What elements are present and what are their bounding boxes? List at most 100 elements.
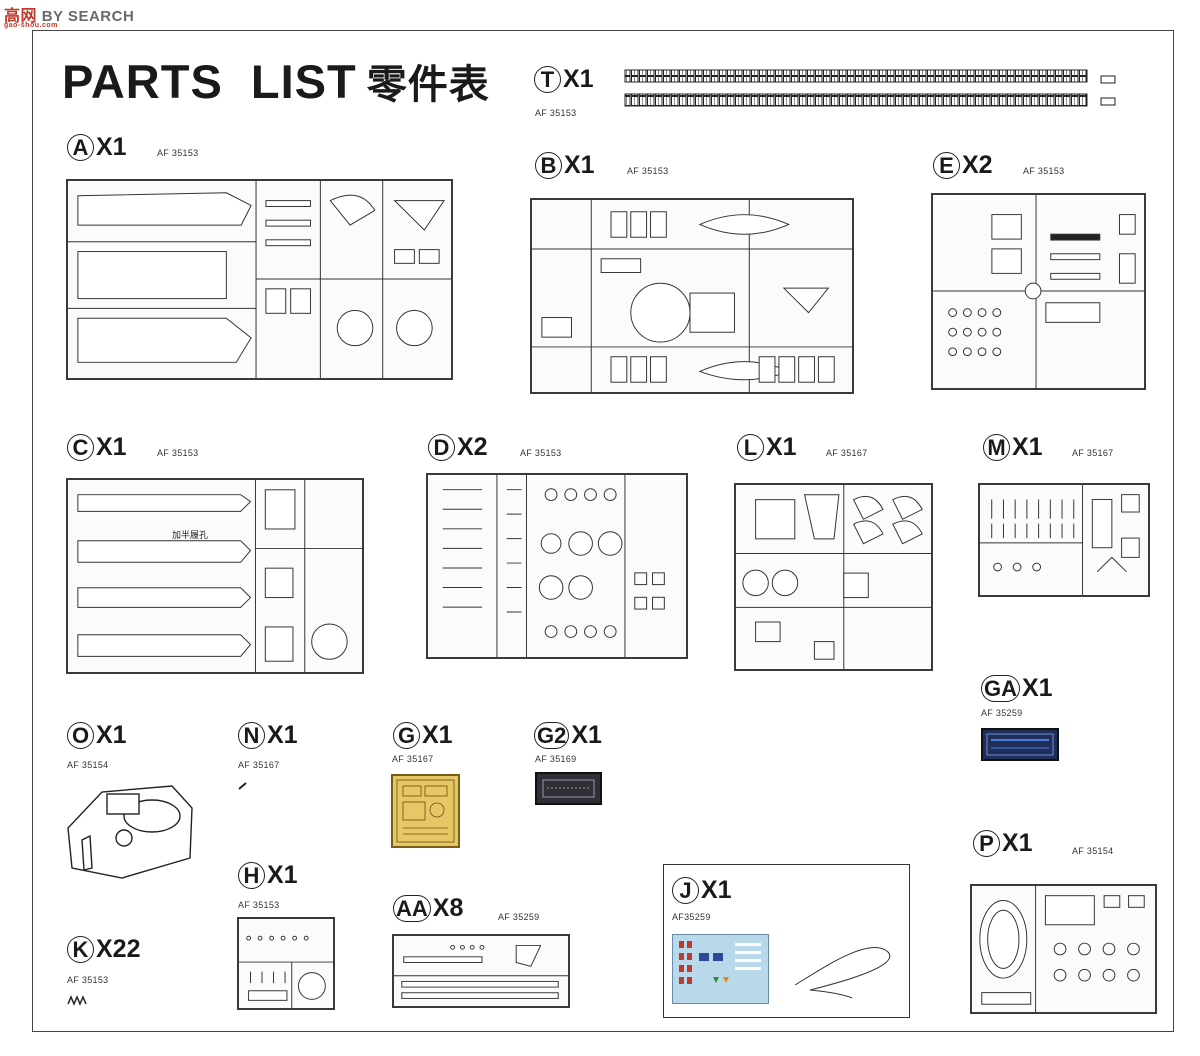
sprue-letter-H: H	[238, 862, 265, 889]
sprue-P-drawing	[979, 886, 1145, 1012]
label-M: M X1	[983, 434, 1043, 461]
sprue-code-J: AF35259	[672, 912, 711, 922]
sprue-code-G: AF 35167	[392, 754, 434, 764]
sprue-L-drawing	[736, 485, 931, 669]
sprue-count-B: X1	[564, 151, 595, 179]
track-drawing	[624, 69, 1116, 107]
etch-G-drawing	[396, 779, 455, 843]
sprue-letter-C: C	[67, 434, 94, 461]
sprue-count-H: X1	[267, 861, 298, 889]
sprue-H	[237, 917, 335, 1010]
sprue-count-T: X1	[563, 65, 594, 93]
sprue-letter-T: T	[534, 66, 561, 93]
watermark-cn: 高	[4, 8, 21, 25]
label-T: T X1	[534, 66, 594, 93]
label-L: L X1	[737, 434, 797, 461]
sprue-M	[978, 483, 1150, 597]
sprue-L	[734, 483, 933, 671]
sprue-A	[66, 179, 453, 380]
sprue-code-N: AF 35167	[238, 760, 280, 770]
sprue-letter-AA: AA	[393, 895, 431, 922]
sprue-count-J: X1	[701, 876, 732, 904]
sprue-count-E: X2	[962, 151, 993, 179]
antenna-wire	[790, 940, 900, 1000]
label-G2: G2 X1	[534, 722, 602, 749]
sprue-code-G2: AF 35169	[535, 754, 577, 764]
sprue-count-N: X1	[267, 721, 298, 749]
sprue-count-A: X1	[96, 133, 127, 161]
label-GA: GA X1	[981, 675, 1053, 702]
sprue-A-drawing	[68, 181, 451, 378]
spring-K-drawing	[67, 995, 87, 1006]
sprue-count-G2: X1	[571, 721, 602, 749]
turret-O	[62, 778, 198, 882]
sprue-count-O: X1	[96, 721, 127, 749]
sprue-letter-G2: G2	[534, 722, 570, 749]
sprue-letter-L: L	[737, 434, 764, 461]
sprue-code-H: AF 35153	[238, 900, 280, 910]
sprue-code-D: AF 35153	[520, 448, 562, 458]
sprue-count-GA: X1	[1022, 674, 1053, 702]
decal-sheet	[672, 934, 769, 1004]
sprue-code-L: AF 35167	[826, 448, 868, 458]
sprue-letter-D: D	[428, 434, 455, 461]
watermark-url: gao-shou.com	[4, 22, 58, 29]
track-runs	[623, 66, 1123, 116]
sprue-code-O: AF 35154	[67, 760, 109, 770]
sprue-code-M: AF 35167	[1072, 448, 1114, 458]
title-text: PARTS LIST	[62, 55, 357, 108]
sprue-E-drawing	[933, 195, 1144, 388]
sprue-count-K: X22	[96, 935, 141, 963]
sprue-code-B: AF 35153	[627, 166, 669, 176]
sprue-count-M: X1	[1012, 433, 1043, 461]
label-K: K X22	[67, 936, 140, 963]
sprue-H-drawing	[239, 935, 333, 1008]
sprue-M-drawing	[980, 485, 1140, 595]
label-O: O X1	[67, 722, 127, 749]
sprue-letter-A: A	[67, 134, 94, 161]
sprue-AA	[392, 934, 570, 1008]
sprue-code-K: AF 35153	[67, 975, 109, 985]
label-J: J X1	[672, 877, 732, 904]
label-C: C X1	[67, 434, 127, 461]
sprue-code-C: AF 35153	[157, 448, 199, 458]
sprue-B	[530, 198, 854, 394]
sprue-count-C: X1	[96, 433, 127, 461]
part-N	[238, 778, 248, 790]
sprue-P	[970, 884, 1157, 1014]
label-H: H X1	[238, 862, 298, 889]
sprue-code-P: AF 35154	[1072, 846, 1114, 856]
sprue-letter-O: O	[67, 722, 94, 749]
sprue-C-drawing	[77, 480, 362, 672]
sprue-letter-E: E	[933, 152, 960, 179]
sprue-count-G: X1	[422, 721, 453, 749]
title-cn: 零件表	[366, 63, 490, 107]
sprue-letter-P: P	[973, 830, 1000, 857]
sprue-count-P: X1	[1002, 829, 1033, 857]
etch-GA-drawing	[986, 733, 1054, 756]
watermark: 高网 BY SEARCH gao-shou.com	[4, 2, 135, 29]
decal-sheet-drawing	[679, 941, 761, 984]
sprue-letter-B: B	[535, 152, 562, 179]
page-frame	[32, 30, 1174, 1032]
sprue-count-L: X1	[766, 433, 797, 461]
label-N: N X1	[238, 722, 298, 749]
sprue-code-AA: AF 35259	[498, 912, 540, 922]
sprue-letter-K: K	[67, 936, 94, 963]
watermark-cn2: 网	[20, 8, 38, 25]
sprue-B-drawing	[532, 200, 852, 392]
watermark-text: BY SEARCH	[41, 8, 135, 25]
label-E: E X2	[933, 152, 993, 179]
sprue-letter-M: M	[983, 434, 1010, 461]
antenna-wire-drawing	[794, 946, 891, 999]
etch-G2-drawing	[542, 779, 595, 798]
sprue-D-drawing	[442, 475, 665, 657]
sprue-E	[931, 193, 1146, 390]
sprue-code-GA: AF 35259	[981, 708, 1023, 718]
label-P: P X1	[973, 830, 1033, 857]
sprue-C: 加半履孔	[66, 478, 364, 674]
sprue-letter-N: N	[238, 722, 265, 749]
etch-G2	[535, 772, 602, 805]
sprue-code-T: AF 35153	[535, 108, 577, 118]
